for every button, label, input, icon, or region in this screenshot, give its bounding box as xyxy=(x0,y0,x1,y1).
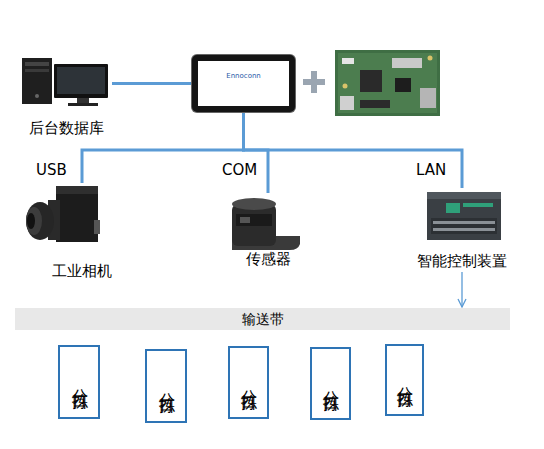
sensor-illustration xyxy=(232,198,300,250)
node-text: 输送带 xyxy=(242,311,284,327)
computer-illustration xyxy=(22,58,108,106)
node-text: 分拣口 xyxy=(156,380,177,392)
connector-line xyxy=(112,82,192,85)
sorting-port: 分拣口 xyxy=(310,347,351,420)
panel-computer: Ennoconn xyxy=(192,55,295,112)
connector-line xyxy=(461,272,462,307)
board-illustration xyxy=(335,50,440,116)
port-label: COM xyxy=(222,161,257,179)
node-text: 传感器 xyxy=(246,250,291,268)
node-text: 后台数据库 xyxy=(29,119,104,137)
node-text: 分拣口 xyxy=(394,374,415,386)
controller-illustration xyxy=(427,192,501,240)
connector-line xyxy=(244,112,269,193)
connector-line xyxy=(82,112,244,183)
node-text: 智能控制装置 xyxy=(417,252,507,270)
conveyor-band: 输送带 xyxy=(15,308,510,330)
camera-device: 工业相机 xyxy=(30,183,134,280)
port-label: USB xyxy=(36,161,67,179)
sorting-port: 分拣口 xyxy=(385,344,424,416)
node-text: 分拣口 xyxy=(69,376,90,388)
plus-symbol xyxy=(303,71,325,93)
node-text: Ennoconn xyxy=(226,72,261,81)
camera-illustration xyxy=(26,186,100,242)
node-text: 分拣口 xyxy=(320,378,341,390)
controller-device: 智能控制装置 xyxy=(412,188,512,270)
sorting-port: 分拣口 xyxy=(228,346,269,419)
database-computer: 后台数据库 xyxy=(20,55,112,137)
node-text: 分拣口 xyxy=(238,377,259,389)
connector-line xyxy=(244,112,463,188)
node-text: 工业相机 xyxy=(52,262,112,280)
sorting-port: 分拣口 xyxy=(145,349,187,423)
port-label: LAN xyxy=(416,161,446,179)
sensor-device: 传感器 xyxy=(218,193,318,268)
sorting-port: 分拣口 xyxy=(58,345,100,419)
